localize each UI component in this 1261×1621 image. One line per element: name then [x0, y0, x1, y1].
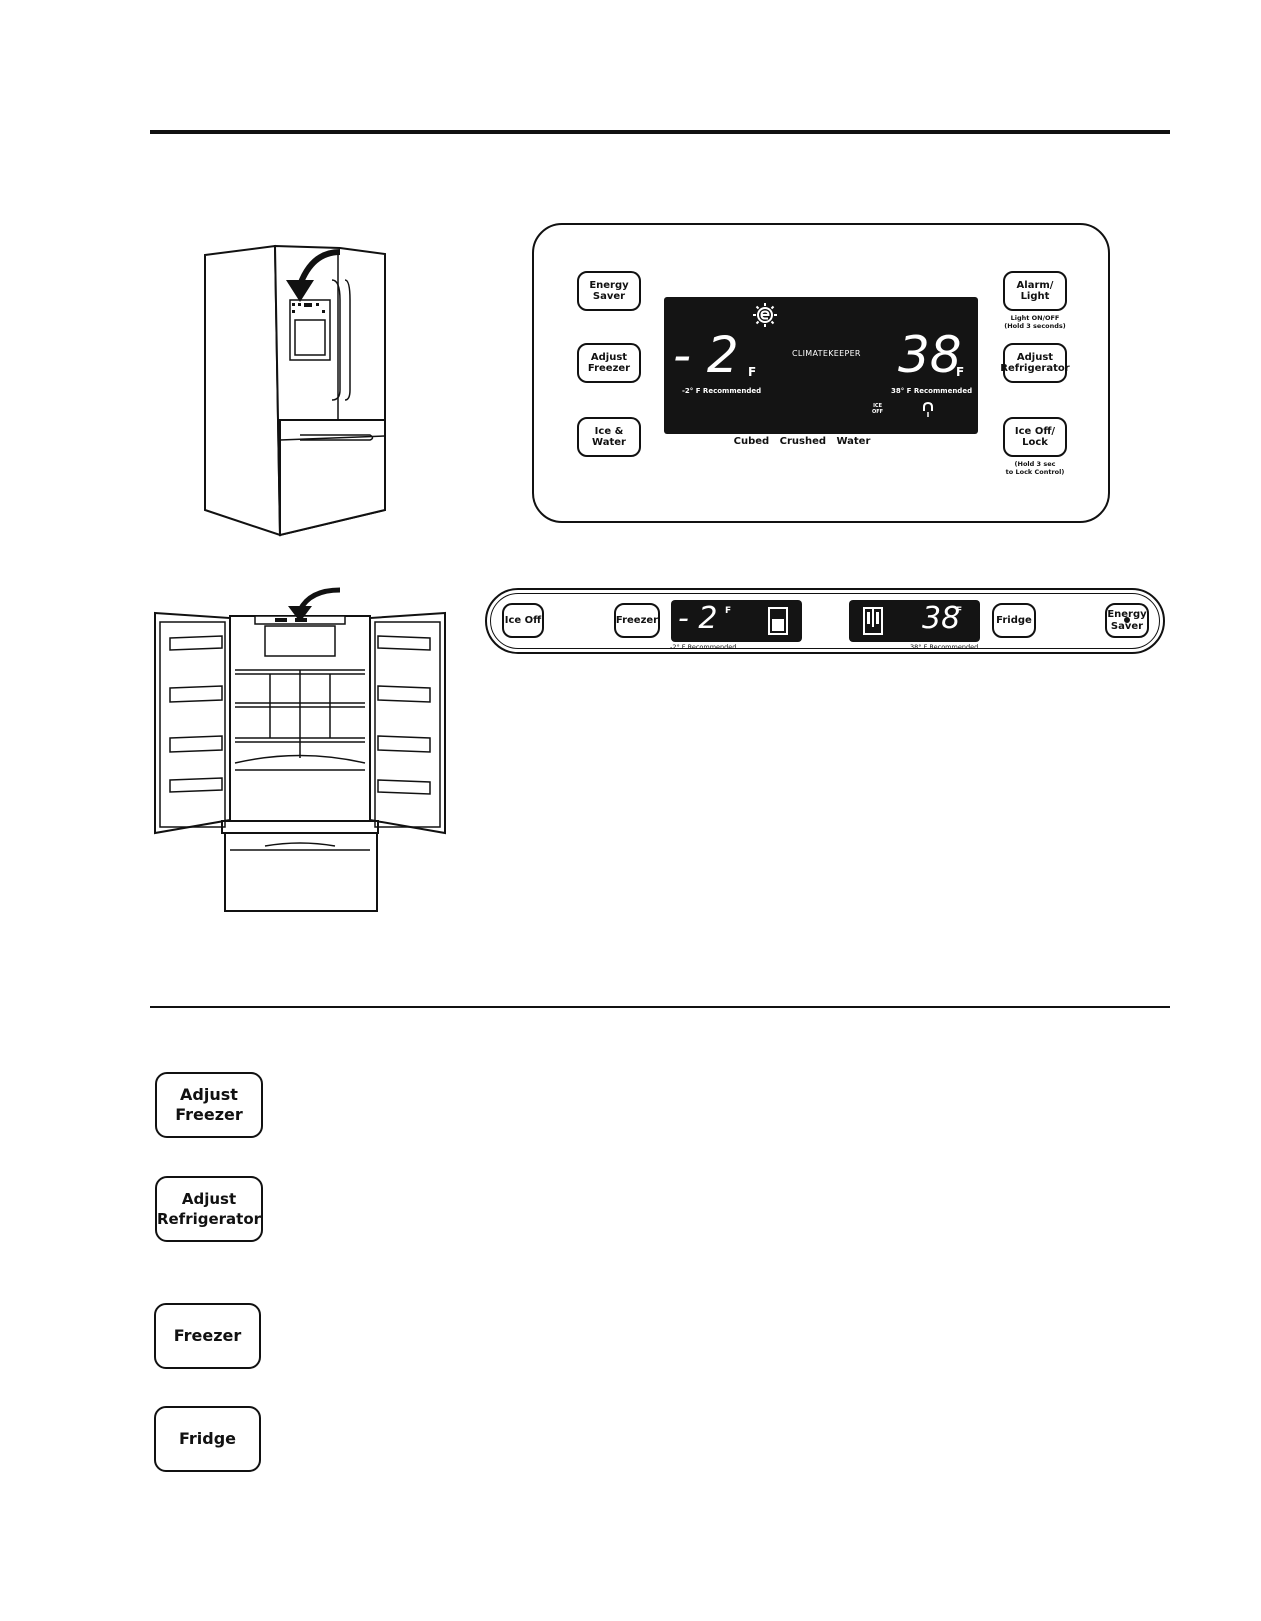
panel1-freezer-recommended: -2° F Recommended	[682, 387, 762, 395]
alarm-light-note: Light ON/OFF (Hold 3 seconds)	[1004, 314, 1066, 330]
fridge-closed-illustration	[200, 240, 400, 540]
panel1-fridge-temp: 38	[898, 326, 962, 384]
control-panel-2	[485, 588, 1165, 654]
energy-saver-button[interactable]: Energy Saver	[577, 271, 641, 311]
fridge-door-icon	[863, 607, 883, 635]
freezer-button[interactable]: Freezer	[614, 603, 660, 638]
middle-rule	[150, 1006, 1170, 1008]
panel1-fridge-recommended: 38° F Recommended	[891, 387, 973, 395]
legend-adjust-freezer-button[interactable]: Adjust Freezer	[155, 1072, 263, 1138]
panel2-fridge-temp: 38	[922, 601, 961, 636]
lock-control-note: (Hold 3 sec to Lock Control)	[1005, 460, 1065, 476]
ice-off-lock-button[interactable]: Ice Off/ Lock	[1003, 417, 1067, 457]
panel1-ice-off-indicator: ICE OFF	[872, 403, 884, 415]
alarm-light-button[interactable]: Alarm/ Light	[1003, 271, 1067, 311]
top-rule	[150, 130, 1170, 134]
legend-adjust-refrigerator-button[interactable]: Adjust Refrigerator	[155, 1176, 263, 1242]
ice-water-button[interactable]: Ice & Water	[577, 417, 641, 457]
ice-off-button[interactable]: Ice Off	[502, 603, 544, 638]
panel1-freezer-temp: - 2	[673, 326, 739, 384]
energy-saver-icon	[752, 302, 778, 328]
panel2-fridge-unit: F	[956, 606, 963, 616]
lock-icon	[922, 401, 934, 418]
adjust-freezer-button[interactable]: Adjust Freezer	[577, 343, 641, 383]
control-panel-1	[532, 223, 1110, 523]
legend-fridge-button[interactable]: Fridge	[154, 1406, 261, 1472]
panel1-dispense-modes: Cubed Crushed Water	[733, 436, 871, 447]
panel2-freezer-recommended: -2° F Recommended	[670, 643, 737, 651]
fridge-button[interactable]: Fridge	[992, 603, 1036, 638]
fridge-open-illustration	[150, 587, 450, 913]
adjust-refrigerator-button[interactable]: Adjust Refrigerator	[1000, 343, 1070, 383]
panel2-freezer-unit: F	[725, 606, 732, 616]
freezer-door-icon	[768, 607, 788, 635]
legend-freezer-button[interactable]: Freezer	[154, 1303, 261, 1369]
panel1-display	[664, 297, 978, 434]
panel2-fridge-recommended: 38° F Recommended	[910, 643, 979, 651]
panel1-freezer-unit: F	[748, 365, 757, 379]
control-panel-2-inner	[490, 593, 1160, 649]
panel1-brand-label: CLIMATEKEEPER	[792, 349, 861, 358]
panel1-fridge-unit: F	[956, 365, 965, 379]
energy-saver-indicator-dot	[1124, 617, 1130, 623]
panel2-freezer-temp: - 2	[678, 601, 718, 636]
